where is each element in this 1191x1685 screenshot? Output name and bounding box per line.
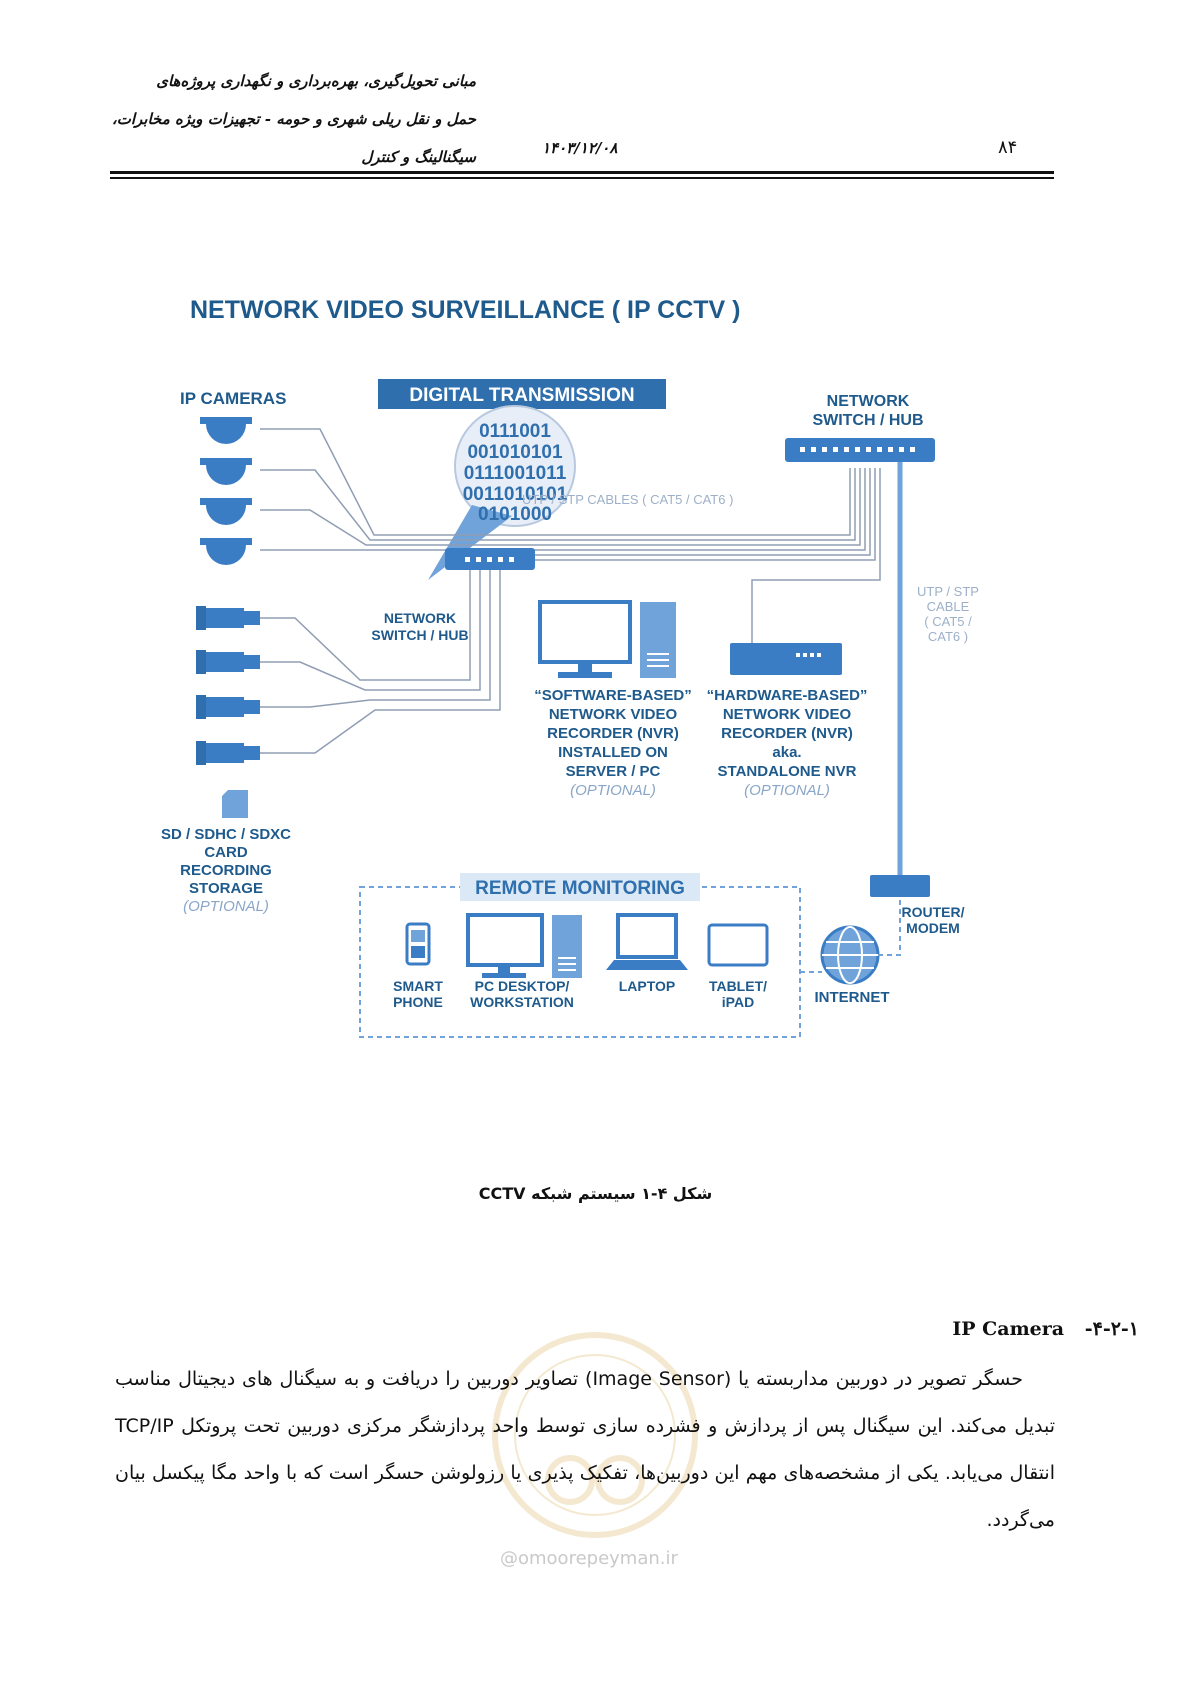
software-nvr-optional: (OPTIONAL) bbox=[570, 782, 656, 799]
dome-camera-icon bbox=[200, 498, 252, 525]
pc-desktop-label-line: WORKSTATION bbox=[470, 994, 574, 1010]
bullet-camera-icon bbox=[196, 741, 260, 765]
software-nvr-label-line: SERVER / PC bbox=[566, 763, 661, 780]
uplink-cable-label-line: UTP / STP bbox=[917, 584, 979, 599]
tablet-icon bbox=[707, 923, 769, 967]
sd-card-label-line: SD / SDHC / SDXC bbox=[161, 826, 291, 843]
header-rule-thick bbox=[110, 171, 1054, 174]
header-title-line-3: سیگنالینگ و کنترل bbox=[361, 148, 476, 166]
sd-card-icon bbox=[222, 790, 248, 818]
hardware-nvr-optional: (OPTIONAL) bbox=[744, 782, 830, 799]
internet-globe-icon bbox=[820, 925, 880, 985]
bullet-camera-cables bbox=[260, 570, 501, 754]
hardware-nvr-label-line: NETWORK VIDEO bbox=[723, 706, 852, 723]
router-label-line: ROUTER/ bbox=[902, 904, 965, 920]
ip-cameras-label: IP CAMERAS bbox=[180, 389, 286, 408]
watermark-seal bbox=[492, 1332, 698, 1538]
software-nvr-tower-icon bbox=[640, 602, 676, 678]
sd-card-optional: (OPTIONAL) bbox=[183, 898, 269, 915]
binary-line: 001010101 bbox=[467, 442, 563, 463]
binary-line: 0101000 bbox=[478, 504, 552, 525]
header-title-line-2: حمل و نقل ریلی شهری و حومه - تجهیزات ویژ… bbox=[111, 110, 476, 128]
uplink-cable-label-line: ( CAT5 / bbox=[924, 614, 972, 629]
binary-line: 0011010101 bbox=[463, 484, 568, 505]
main-switch-label-line: NETWORK bbox=[827, 393, 910, 410]
software-nvr-label-line: RECORDER (NVR) bbox=[547, 725, 679, 742]
hardware-nvr-label-line: STANDALONE NVR bbox=[718, 763, 857, 780]
hardware-nvr-icon bbox=[730, 643, 842, 675]
hardware-nvr-label-line: RECORDER (NVR) bbox=[721, 725, 853, 742]
figure-title: NETWORK VIDEO SURVEILLANCE ( IP CCTV ) bbox=[190, 296, 741, 324]
header-title-line-1: مبانی تحویل‌گیری، بهره‌برداری و نگهداری … bbox=[156, 72, 476, 90]
binary-bubble: 0111001 001010101 0111001011 0011010101 … bbox=[428, 405, 576, 580]
dome-camera-icon bbox=[200, 417, 252, 444]
hardware-nvr-label-line: “HARDWARE-BASED” bbox=[707, 687, 868, 704]
tablet-label-line: iPAD bbox=[722, 994, 754, 1010]
smart-phone-label-line: SMART bbox=[393, 978, 443, 994]
bullet-camera-icon bbox=[196, 695, 260, 719]
body-paragraph: حسگر تصویر در دوربین مداربسته یا (Image … bbox=[115, 1356, 1055, 1544]
bullet-camera-icon bbox=[196, 650, 260, 674]
remote-monitoring-label: REMOTE MONITORING bbox=[475, 878, 685, 899]
paragraph-text: حسگر تصویر در دوربین مداربسته یا (Image … bbox=[115, 1368, 1055, 1531]
software-nvr-label-line: INSTALLED ON bbox=[558, 744, 668, 761]
main-switch-ports bbox=[800, 447, 915, 452]
section-title: IP Camera bbox=[952, 1318, 1065, 1340]
bullet-camera-icon bbox=[196, 606, 260, 630]
binary-line: 0111001 bbox=[479, 421, 551, 442]
smart-phone-icon bbox=[405, 922, 431, 966]
uplink-cable-label-line: CAT6 ) bbox=[928, 629, 968, 644]
watermark-url: @omoorepeyman.ir bbox=[500, 1548, 678, 1569]
digital-transmission-label: DIGITAL TRANSMISSION bbox=[409, 385, 634, 406]
header-rule-thin bbox=[110, 177, 1054, 179]
main-switch-label-line: SWITCH / HUB bbox=[812, 412, 923, 429]
pc-desktop-label-line: PC DESKTOP/ bbox=[475, 978, 570, 994]
software-nvr-label-line: NETWORK VIDEO bbox=[549, 706, 678, 723]
header-date: ۱۴۰۳/۱۲/۰۸ bbox=[542, 139, 618, 157]
software-nvr-label-line: “SOFTWARE-BASED” bbox=[534, 687, 692, 704]
hardware-nvr-cable bbox=[751, 468, 881, 647]
globe-to-router-link bbox=[878, 897, 901, 956]
router-modem-icon bbox=[870, 875, 930, 897]
camera-cables bbox=[260, 428, 876, 570]
software-nvr-monitor-icon bbox=[538, 600, 632, 678]
small-switch-label-line: SWITCH / HUB bbox=[371, 627, 468, 643]
network-video-surveillance-diagram: NETWORK VIDEO SURVEILLANCE ( IP CCTV ) D… bbox=[161, 296, 979, 1038]
small-switch-ports bbox=[465, 557, 514, 562]
dome-camera-icon bbox=[200, 458, 252, 485]
sd-card-label-line: RECORDING bbox=[180, 862, 272, 879]
figure-caption: شکل ۴-۱ سیستم شبکه CCTV bbox=[478, 1184, 713, 1203]
digital-transmission-banner bbox=[378, 379, 666, 409]
tablet-label-line: TABLET/ bbox=[709, 978, 767, 994]
section-heading: ۴-۲-۱- IP Camera bbox=[952, 1318, 1139, 1340]
uplink-cable-label-line: CABLE bbox=[927, 599, 970, 614]
sd-card-label-line: STORAGE bbox=[189, 880, 263, 897]
section-number: ۴-۲-۱- bbox=[1084, 1318, 1139, 1340]
page-number: ۸۴ bbox=[998, 137, 1018, 158]
small-switch-label-line: NETWORK bbox=[384, 610, 456, 626]
sd-card-label-line: CARD bbox=[204, 844, 247, 861]
laptop-label: LAPTOP bbox=[619, 978, 676, 994]
pc-desktop-icon bbox=[466, 913, 582, 978]
internet-label: INTERNET bbox=[815, 989, 890, 1006]
smart-phone-label-line: PHONE bbox=[393, 994, 443, 1010]
laptop-icon bbox=[606, 913, 688, 970]
dome-camera-icon bbox=[200, 538, 252, 565]
hardware-nvr-label-line: aka. bbox=[772, 744, 801, 761]
router-label-line: MODEM bbox=[906, 920, 960, 936]
remote-monitoring-banner bbox=[460, 873, 700, 901]
binary-line: 0111001011 bbox=[464, 463, 567, 484]
cables-label: UTP / STP CABLES ( CAT5 / CAT6 ) bbox=[522, 492, 733, 507]
